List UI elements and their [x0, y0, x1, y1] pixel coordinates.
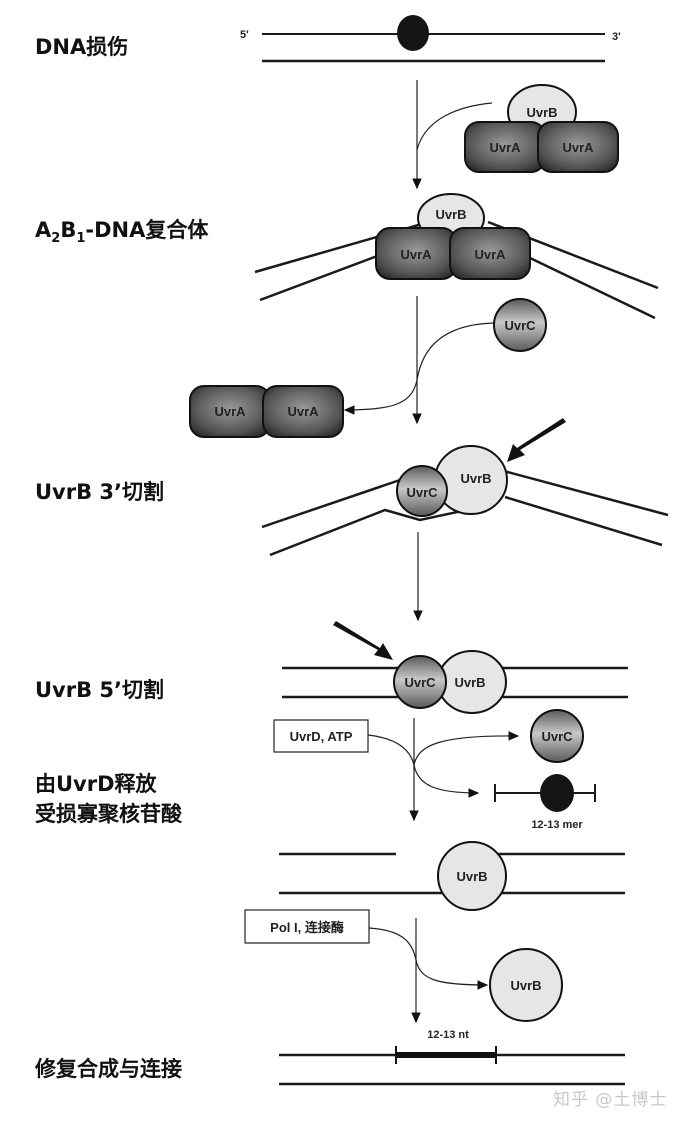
step-label-3prime-incision: UvrB 3’切割 [35, 480, 165, 504]
dna-strand-bottom [269, 503, 491, 557]
uvrb-label: UvrB [454, 675, 485, 690]
uvrc-release-arrow [367, 731, 520, 766]
dna-strand-bottom [259, 253, 381, 302]
pol-ligase-box [244, 909, 370, 944]
dna-strand-bottom [504, 495, 663, 547]
watermark: 知乎 @土博士 [553, 1090, 668, 1110]
dna-strand-top [261, 478, 401, 529]
uvrb-protein [437, 841, 507, 911]
step-label-repair-synthesis: 修复合成与连接 [35, 1057, 182, 1081]
three-prime-label: 3' [612, 31, 621, 43]
dna-strand-top [499, 468, 669, 517]
pol-ligase-label: Pol I, 连接酶 [270, 920, 344, 935]
label-subscript: 1 [76, 231, 86, 247]
oligo-release-arrow [413, 764, 480, 798]
release-arrow [343, 322, 494, 415]
uvra-protein [449, 227, 531, 280]
uvra-label: UvrA [474, 247, 506, 262]
binding-arrow [416, 102, 493, 151]
uvrd-atp-box [273, 719, 369, 753]
five-prime-label: 5' [240, 29, 249, 41]
label-part: -DNA复合体 [85, 218, 209, 242]
incision-arrow-5prime [333, 621, 393, 660]
dna-strand-bottom [529, 256, 656, 320]
uvra-label: UvrA [287, 404, 319, 419]
oligo-length-label: 12-13 mer [531, 819, 583, 831]
uvrb-release-arrow [368, 927, 489, 990]
step-label-5prime-incision: UvrB 5’切割 [35, 678, 165, 702]
lesion-icon [540, 774, 574, 812]
step-label-release-line1: 由UvrD释放 [35, 772, 157, 796]
label-subscript: 2 [51, 231, 61, 247]
uvrb-label: UvrB [460, 471, 491, 486]
step-label-release-line2: 受损寡聚核苷酸 [35, 802, 182, 826]
uvrc-protein [530, 709, 584, 763]
uvrc-label: UvrC [541, 729, 573, 744]
uvrc-protein [393, 655, 447, 709]
label-part: A [35, 218, 52, 242]
uvrb-label: UvrB [456, 869, 487, 884]
repair-length-label: 12-13 nt [427, 1029, 469, 1041]
uvra-label: UvrA [400, 247, 432, 262]
step-label-dna-damage: DNA损伤 [35, 35, 129, 59]
uvrb-label: UvrB [435, 207, 466, 222]
lesion-icon [397, 15, 429, 51]
uvrb-label: UvrB [510, 978, 541, 993]
uvrb-protein [489, 948, 563, 1022]
uvrb-label: UvrB [526, 105, 557, 120]
uvra-label: UvrA [214, 404, 246, 419]
step-label-a2b1-complex: A2B1-DNA复合体 [35, 216, 208, 253]
uvrc-label: UvrC [504, 318, 536, 333]
uvra-label: UvrA [489, 140, 521, 155]
uvra-label: UvrA [562, 140, 594, 155]
label-part: B [60, 218, 77, 242]
uvrc-protein [396, 465, 448, 517]
uvrc-label: UvrC [404, 675, 436, 690]
uvrc-label: UvrC [406, 485, 438, 500]
incision-arrow-3prime [507, 418, 566, 462]
uvra-protein [262, 385, 344, 438]
uvrc-protein [493, 298, 547, 352]
uvra-protein [537, 121, 619, 173]
uvrd-atp-label: UvrD, ATP [290, 729, 353, 744]
